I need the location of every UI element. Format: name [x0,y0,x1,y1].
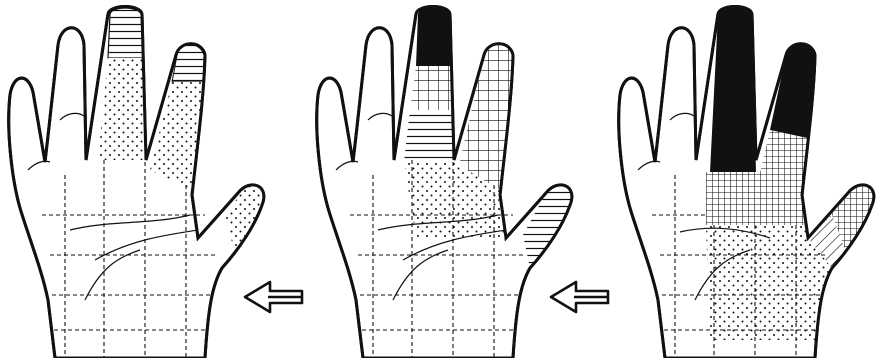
hand-panel-2 [317,7,572,358]
shaded-region-proximal [404,110,454,162]
progression-arrow-2 [551,282,608,312]
hand-panel-3 [619,5,874,358]
shaded-region-middle [410,66,453,110]
shaded-region-distal [416,7,451,67]
shaded-region-thumb [523,185,572,268]
shaded-region-distal [108,8,143,58]
progression-arrow-1 [245,282,302,312]
hand-panel-1 [9,7,264,358]
